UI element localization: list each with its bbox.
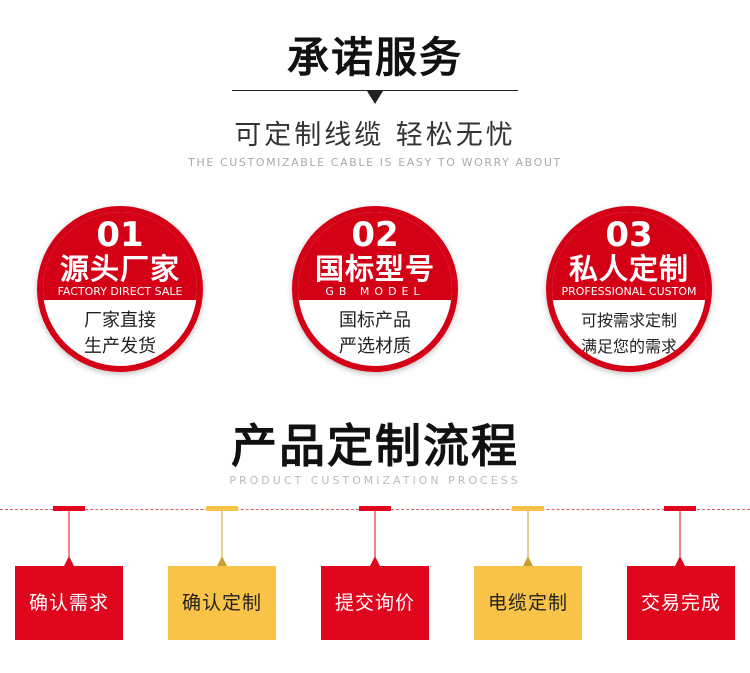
feature-desc-line2: 生产发货 bbox=[84, 336, 156, 357]
triangle-down-icon bbox=[367, 91, 383, 104]
feature-desc-line1: 可按需求定制 bbox=[580, 311, 677, 330]
feature-circle-custom: 03 私人定制 PROFESSIONAL CUSTOM 可按需求定制 满足您的需… bbox=[546, 206, 712, 372]
process-step-confirm-need: 确认需求 bbox=[15, 566, 123, 640]
hanger-bar bbox=[359, 506, 391, 511]
feature-circle-gb-model: 02 国标型号 GB MODEL 国标产品 严选材质 bbox=[292, 206, 458, 372]
process-step-deal-complete: 交易完成 bbox=[627, 566, 735, 640]
section-subtitle-en: PRODUCT CUSTOMIZATION PROCESS bbox=[229, 474, 521, 487]
feature-desc-line1: 国标产品 bbox=[339, 310, 411, 331]
hanger-triangle bbox=[217, 556, 227, 566]
feature-circle-factory: 01 源头厂家 FACTORY DIRECT SALE 厂家直接 生产发货 bbox=[37, 206, 203, 372]
hanger-wires bbox=[53, 506, 696, 566]
feature-description: 厂家直接 生产发货 bbox=[43, 308, 197, 360]
feature-title-en: GB MODEL bbox=[325, 285, 425, 298]
process-step-confirm-custom: 确认定制 bbox=[168, 566, 276, 640]
hanger-bar bbox=[53, 506, 85, 511]
feature-number: 01 bbox=[96, 215, 144, 255]
section-subtitle-en: THE CUSTOMIZABLE CABLE IS EASY TO WORRY … bbox=[188, 156, 562, 169]
feature-description: 可按需求定制 满足您的需求 bbox=[552, 308, 706, 360]
feature-number: 03 bbox=[605, 215, 653, 255]
section-subtitle: 可定制线缆 轻松无忧 bbox=[234, 120, 516, 151]
feature-description: 国标产品 严选材质 bbox=[298, 308, 452, 360]
feature-desc-line2: 严选材质 bbox=[339, 336, 411, 357]
feature-title-en: FACTORY DIRECT SALE bbox=[57, 285, 183, 298]
section-title-process: 产品定制流程 bbox=[231, 419, 519, 473]
hanger-triangle bbox=[370, 556, 380, 566]
hanger-bar bbox=[512, 506, 544, 511]
feature-title: 源头厂家 bbox=[59, 252, 180, 286]
hanger-triangle bbox=[675, 556, 685, 566]
hanger-bar bbox=[664, 506, 696, 511]
feature-desc-line2: 满足您的需求 bbox=[580, 337, 677, 356]
title-divider bbox=[232, 90, 518, 91]
hanger-bar bbox=[206, 506, 238, 511]
process-step-cable-custom: 电缆定制 bbox=[474, 566, 582, 640]
process-step-submit-inquiry: 提交询价 bbox=[321, 566, 429, 640]
feature-title: 私人定制 bbox=[568, 252, 689, 286]
feature-title-en: PROFESSIONAL CUSTOM bbox=[561, 285, 697, 298]
feature-number: 02 bbox=[351, 215, 399, 255]
hanger-triangle bbox=[523, 556, 533, 566]
hanger-triangle bbox=[64, 556, 74, 566]
feature-desc-line1: 厂家直接 bbox=[84, 310, 156, 331]
feature-title: 国标型号 bbox=[314, 252, 435, 286]
section-title-promise: 承诺服务 bbox=[286, 33, 463, 82]
